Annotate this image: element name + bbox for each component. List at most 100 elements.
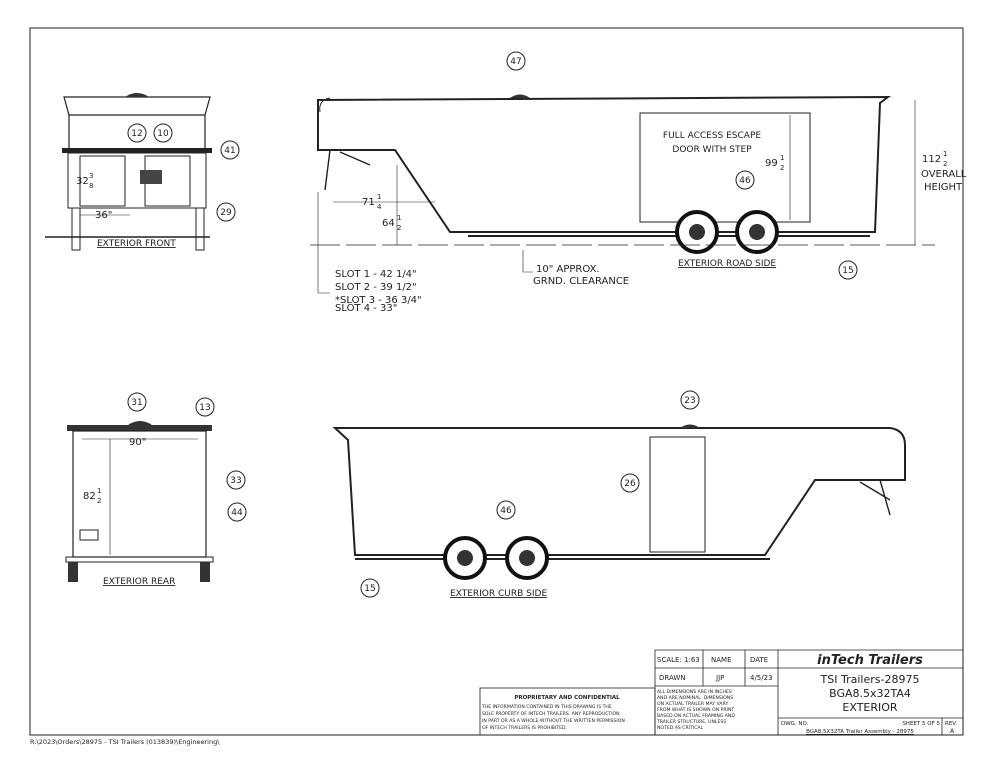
svg-text:AND ARE NOMINAL. DIMENSIONS: AND ARE NOMINAL. DIMENSIONS bbox=[657, 695, 733, 701]
svg-text:15: 15 bbox=[842, 266, 853, 276]
svg-text:THE INFORMATION CONTAINED IN T: THE INFORMATION CONTAINED IN THIS DRAWIN… bbox=[481, 704, 612, 710]
svg-text:47: 47 bbox=[510, 57, 521, 67]
svg-text:23: 23 bbox=[684, 396, 695, 406]
exterior-curb-side-view: EXTERIOR CURB SIDE 23 26 46 15 bbox=[332, 390, 906, 599]
sheet-number: SHEET 5 OF 5 bbox=[902, 721, 940, 727]
neck-height-num: 1 bbox=[397, 214, 401, 222]
rear-height-den: 2 bbox=[97, 497, 101, 505]
balloon-15-curb: 15 bbox=[360, 578, 380, 598]
svg-text:DATE: DATE bbox=[750, 656, 768, 664]
proprietary-notice: PROPRIETARY AND CONFIDENTIAL THE INFORMA… bbox=[479, 687, 656, 736]
rear-width-dim: 90" bbox=[129, 437, 146, 448]
neck-length-num: 1 bbox=[377, 193, 381, 201]
file-path: R:\2023\Orders\28975 - TSI Trailers (013… bbox=[30, 738, 220, 746]
svg-text:OF INTECH TRAILERS IS PROHIBI: OF INTECH TRAILERS IS PROHIBITED. bbox=[482, 725, 567, 731]
neck-length-dim: 71 bbox=[362, 197, 375, 208]
svg-text:DRAWN: DRAWN bbox=[659, 674, 686, 682]
svg-text:PROPRIETARY AND CONFIDENTIAL: PROPRIETARY AND CONFIDENTIAL bbox=[514, 695, 620, 701]
neck-height-den: 2 bbox=[397, 224, 401, 232]
balloon-46-curb: 46 bbox=[496, 500, 516, 520]
balloon-15: 15 bbox=[838, 260, 858, 280]
front-view-label: EXTERIOR FRONT bbox=[97, 239, 176, 249]
svg-text:ON ACTUAL TRAILER MAY VARY: ON ACTUAL TRAILER MAY VARY bbox=[657, 701, 728, 707]
svg-text:SLOT 4 - 33": SLOT 4 - 33" bbox=[335, 303, 397, 314]
svg-text:41: 41 bbox=[224, 146, 235, 156]
svg-text:46: 46 bbox=[500, 506, 512, 516]
svg-text:12: 12 bbox=[131, 129, 142, 139]
clearance-line1: 10" APPROX. bbox=[536, 264, 600, 275]
svg-text:46: 46 bbox=[739, 176, 751, 186]
svg-text:IN PART OR AS A WHOLE WITHOUT: IN PART OR AS A WHOLE WITHOUT THE WRITTE… bbox=[482, 718, 625, 724]
drawing-title-1: TSI Trailers-28975 bbox=[820, 673, 920, 686]
svg-text:31: 31 bbox=[131, 398, 142, 408]
balloon-46: 46 bbox=[735, 170, 755, 190]
svg-text:NOTED AS CRITICAL: NOTED AS CRITICAL bbox=[657, 725, 704, 731]
drawing-title-2: BGA8.5x32TA4 bbox=[829, 687, 911, 700]
slot-list: SLOT 1 - 42 1/4" SLOT 2 - 39 1/2" *SLOT … bbox=[335, 269, 422, 314]
door-note-line1: FULL ACCESS ESCAPE bbox=[663, 131, 761, 141]
svg-text:SLOT 2 - 39 1/2": SLOT 2 - 39 1/2" bbox=[335, 282, 417, 293]
front-height-dim: 32 bbox=[76, 176, 89, 187]
door-note-line2: DOOR WITH STEP bbox=[672, 145, 752, 155]
title-block: SCALE: 1:63 NAME DATE DRAWN JJP 4/5/23 A… bbox=[654, 649, 963, 735]
neck-height-dim: 64 bbox=[382, 218, 395, 229]
door-height-den: 2 bbox=[780, 164, 784, 172]
door-height-num: 1 bbox=[780, 154, 784, 162]
svg-text:DWG. NO.: DWG. NO. bbox=[781, 721, 809, 727]
svg-text:44: 44 bbox=[231, 508, 243, 518]
overall-height-dim: 112 bbox=[922, 154, 941, 165]
company-name: inTech Trailers bbox=[817, 653, 923, 668]
svg-text:SLOT 1 - 42 1/4": SLOT 1 - 42 1/4" bbox=[335, 269, 417, 280]
sheet-border bbox=[29, 27, 964, 736]
door-height-dim: 99 bbox=[765, 158, 778, 169]
balloon-29: 29 bbox=[216, 202, 236, 222]
svg-text:TRAILER STRUCTURE, UNLESS: TRAILER STRUCTURE, UNLESS bbox=[656, 719, 726, 725]
clearance-line2: GRND. CLEARANCE bbox=[533, 276, 629, 287]
exterior-rear-view: 90" 82 1 2 EXTERIOR REAR 31 13 33 44 bbox=[65, 392, 247, 587]
balloon-44: 44 bbox=[227, 502, 247, 522]
svg-text:SCALE: 1:63: SCALE: 1:63 bbox=[657, 656, 700, 664]
overall-height-den: 2 bbox=[943, 160, 947, 168]
svg-text:29: 29 bbox=[220, 208, 232, 218]
svg-text:BASED ON ACTUAL FRAMING AND: BASED ON ACTUAL FRAMING AND bbox=[657, 713, 735, 719]
svg-text:*SLOT 3 - 36 3/4": *SLOT 3 - 36 3/4" bbox=[335, 295, 422, 306]
exterior-front-view: 32 3 8 36" EXTERIOR FRONT 12 10 41 29 bbox=[45, 93, 240, 251]
front-height-num: 3 bbox=[89, 172, 93, 180]
neck-length-den: 4 bbox=[377, 203, 382, 211]
balloon-13: 13 bbox=[195, 397, 215, 417]
svg-text:SOLE PROPERTY OF INTECH TRAILE: SOLE PROPERTY OF INTECH TRAILERS. ANY RE… bbox=[482, 711, 620, 717]
road-side-label: EXTERIOR ROAD SIDE bbox=[678, 259, 776, 269]
balloon-41: 41 bbox=[220, 140, 240, 160]
height-label: HEIGHT bbox=[924, 182, 963, 193]
curb-side-label: EXTERIOR CURB SIDE bbox=[450, 589, 547, 599]
rear-view-label: EXTERIOR REAR bbox=[103, 577, 175, 587]
balloon-47: 47 bbox=[506, 51, 526, 71]
overall-height-num: 1 bbox=[943, 150, 947, 158]
drawing-number: BGA8.5X32TA Trailer Assembly - 28975 bbox=[806, 729, 914, 735]
svg-text:33: 33 bbox=[230, 476, 241, 486]
balloon-33: 33 bbox=[226, 470, 246, 490]
balloon-12: 12 bbox=[127, 123, 147, 143]
overall-label: OVERALL bbox=[921, 169, 967, 180]
svg-text:26: 26 bbox=[624, 479, 636, 489]
balloon-23: 23 bbox=[680, 390, 700, 410]
rear-height-dim: 82 bbox=[83, 491, 96, 502]
front-width-dim: 36" bbox=[95, 210, 112, 221]
svg-text:JJP: JJP bbox=[715, 674, 724, 682]
svg-text:ALL DIMENSIONS ARE IN INCHES: ALL DIMENSIONS ARE IN INCHES bbox=[657, 689, 732, 695]
drawing-title-3: EXTERIOR bbox=[842, 701, 898, 714]
svg-text:FROM WHAT IS SHOWN ON PRINT: FROM WHAT IS SHOWN ON PRINT bbox=[657, 707, 734, 713]
svg-text:13: 13 bbox=[199, 403, 210, 413]
balloon-26: 26 bbox=[620, 473, 640, 493]
svg-text:15: 15 bbox=[364, 584, 375, 594]
svg-text:10: 10 bbox=[157, 129, 169, 139]
rear-height-num: 1 bbox=[97, 487, 101, 495]
balloon-31: 31 bbox=[127, 392, 147, 412]
svg-text:REV.: REV. bbox=[945, 721, 957, 727]
balloon-10: 10 bbox=[153, 123, 173, 143]
front-height-den: 8 bbox=[89, 182, 93, 190]
svg-text:NAME: NAME bbox=[711, 656, 732, 664]
svg-text:4/5/23: 4/5/23 bbox=[750, 674, 773, 682]
revision: A bbox=[950, 728, 955, 735]
